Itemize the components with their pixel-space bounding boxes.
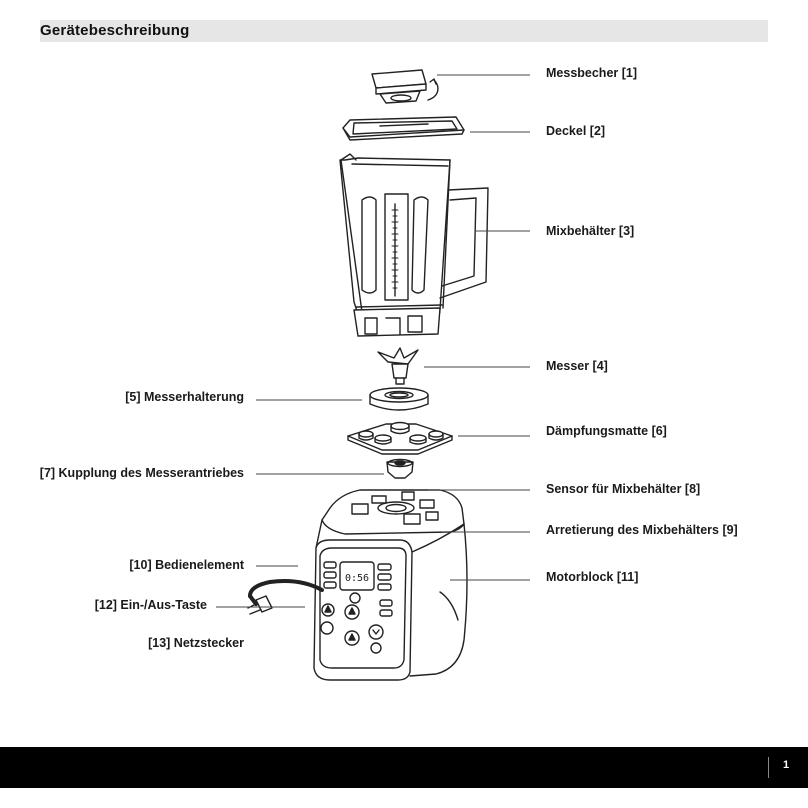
- label-jar-lock: Arretierung des Mixbehälters [9]: [546, 523, 738, 537]
- label-control-panel: [10] Bedienelement: [129, 558, 244, 572]
- blade-holder-drawing: [369, 387, 429, 411]
- footer-divider: [768, 757, 769, 778]
- lcd-time: 0:56: [345, 573, 369, 584]
- label-blade-holder: [5] Messerhalterung: [125, 390, 244, 404]
- label-jar: Mixbehälter [3]: [546, 224, 635, 238]
- leader-lines: [216, 74, 530, 608]
- label-motor-base: Motorblock [11]: [546, 570, 639, 584]
- page-title: Gerätebeschreibung: [40, 22, 190, 39]
- coupling-drawing: [386, 458, 414, 479]
- label-blade: Messer [4]: [546, 359, 608, 373]
- footer-bar: 1: [0, 747, 808, 788]
- lid-drawing: [342, 116, 465, 141]
- label-measuring-cup: Messbecher [1]: [546, 66, 638, 80]
- damping-mat-drawing: [347, 421, 453, 455]
- label-jar-sensor: Sensor für Mixbehälter [8]: [546, 482, 701, 496]
- measuring-cup-drawing: [371, 69, 439, 104]
- motor-base-drawing: [313, 489, 468, 681]
- label-damping-mat: Dämpfungsmatte [6]: [546, 424, 667, 438]
- jar-drawing: [339, 153, 489, 337]
- label-power-button: [12] Ein-/Aus-Taste: [94, 598, 207, 612]
- header-bar: Gerätebeschreibung: [40, 20, 768, 42]
- label-power-plug: [13] Netzstecker: [148, 636, 244, 650]
- cord-plug-drawing: [247, 579, 324, 615]
- label-coupling: [7] Kupplung des Messerantriebes: [39, 466, 244, 480]
- label-lid: Deckel [2]: [546, 124, 606, 138]
- page-number: 1: [783, 759, 790, 771]
- blade-drawing: [377, 347, 419, 385]
